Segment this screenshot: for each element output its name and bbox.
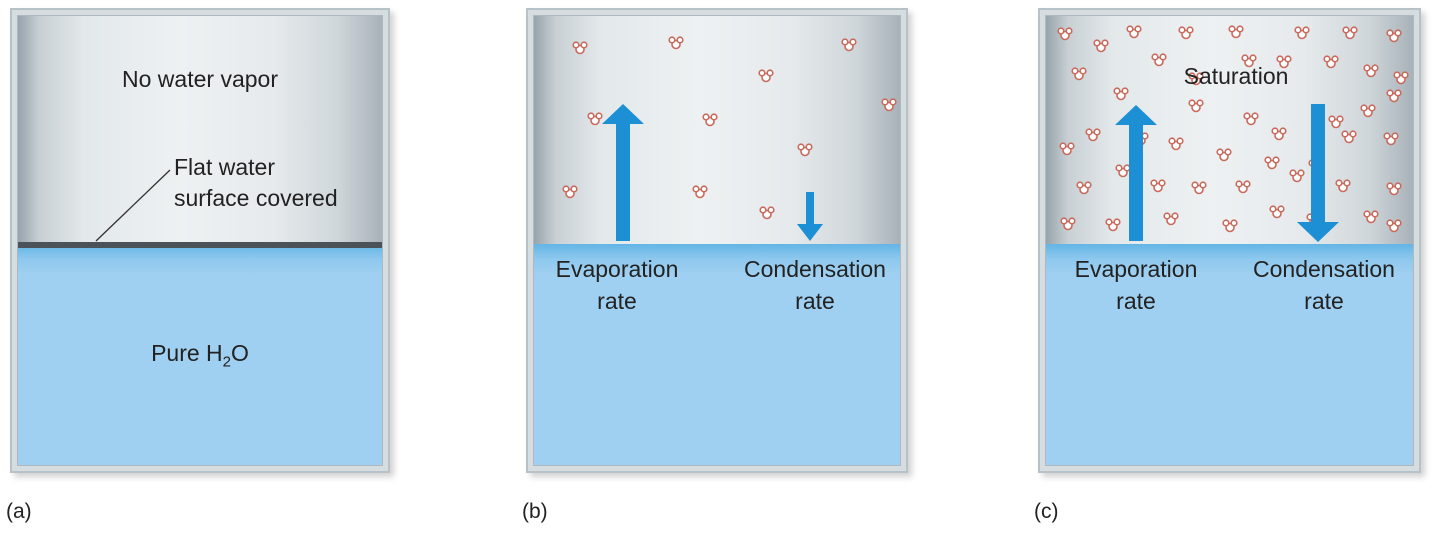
water-molecule-icon bbox=[1059, 142, 1075, 156]
panel-c-evaporation-line2: rate bbox=[1116, 288, 1156, 314]
panel-b-container: Evaporation rate Condensation rate bbox=[533, 15, 901, 466]
panel-a-water-label: Pure H2O bbox=[151, 340, 249, 371]
water-molecule-icon bbox=[1360, 104, 1376, 118]
water-molecule-icon bbox=[797, 143, 813, 157]
water-molecule-icon bbox=[1188, 72, 1204, 86]
water-molecule-icon bbox=[1188, 99, 1204, 113]
water-molecule-icon bbox=[1342, 26, 1358, 40]
water-molecule-icon bbox=[1386, 89, 1402, 103]
water-molecule-icon bbox=[1076, 181, 1092, 195]
panel-c-molecules bbox=[1057, 25, 1409, 233]
panel-c-evaporation-line1: Evaporation bbox=[1074, 256, 1198, 282]
water-molecule-icon bbox=[1269, 205, 1285, 219]
water-molecule-icon bbox=[1235, 180, 1251, 194]
panel-a-air bbox=[18, 16, 382, 244]
water-molecule-icon bbox=[881, 98, 897, 112]
panel-c-vapor-layer bbox=[1057, 25, 1409, 242]
panel-a-top-label: No water vapor bbox=[122, 66, 278, 92]
up-arrow-icon bbox=[1115, 105, 1157, 241]
panel-a-callout-line1: Flat water bbox=[174, 154, 275, 180]
panel-b-caption: (b) bbox=[522, 500, 548, 523]
water-molecule-icon bbox=[1105, 218, 1121, 232]
water-molecule-icon bbox=[759, 206, 775, 220]
water-molecule-icon bbox=[1168, 137, 1184, 151]
panel-a-container: No water vapor Flat water surface covere… bbox=[17, 15, 383, 466]
panel-b-molecules bbox=[562, 36, 897, 220]
water-molecule-icon bbox=[1191, 181, 1207, 195]
water-molecule-icon bbox=[1093, 39, 1109, 53]
panel-c-condensation-line1: Condensation bbox=[1253, 256, 1395, 282]
water-molecule-icon bbox=[1271, 127, 1287, 141]
water-molecule-icon bbox=[692, 185, 708, 199]
panel-a-water-surface-cover bbox=[18, 242, 382, 248]
water-molecule-icon bbox=[1216, 148, 1232, 162]
water-molecule-icon bbox=[1383, 132, 1399, 146]
panel-b: Evaporation rate Condensation rate bbox=[526, 8, 908, 473]
water-molecule-icon bbox=[1328, 115, 1344, 129]
down-arrow-icon bbox=[1297, 104, 1339, 242]
water-molecule-icon bbox=[1057, 27, 1073, 41]
water-molecule-icon bbox=[1363, 64, 1379, 78]
panel-c-water bbox=[1046, 244, 1413, 465]
panel-c-container: Saturation Evaporation rate Condensation… bbox=[1045, 15, 1414, 466]
panel-b-condensation-line1: Condensation bbox=[744, 256, 886, 282]
panel-a-callout-line2: surface covered bbox=[174, 185, 338, 211]
callout-line bbox=[95, 169, 171, 242]
water-molecule-icon bbox=[1386, 29, 1402, 43]
water-molecule-icon bbox=[1071, 67, 1087, 81]
water-molecule-icon bbox=[1341, 130, 1357, 144]
water-molecule-icon bbox=[587, 112, 603, 126]
water-molecule-icon bbox=[1115, 164, 1131, 178]
panel-b-vapor-layer bbox=[562, 36, 897, 241]
panel-b-air bbox=[534, 16, 900, 244]
water-molecule-icon bbox=[1393, 71, 1409, 85]
water-molecule-icon bbox=[1151, 53, 1167, 67]
water-molecule-icon bbox=[1323, 55, 1339, 69]
water-molecule-icon bbox=[562, 185, 578, 199]
water-molecule-icon bbox=[572, 41, 588, 55]
panel-a: No water vapor Flat water surface covere… bbox=[10, 8, 390, 473]
water-molecule-icon bbox=[668, 36, 684, 50]
panel-b-evaporation-line1: Evaporation bbox=[555, 256, 679, 282]
water-molecule-icon bbox=[1363, 210, 1379, 224]
water-molecule-icon bbox=[1386, 219, 1402, 233]
water-molecule-icon bbox=[1178, 26, 1194, 40]
water-molecule-icon bbox=[1085, 128, 1101, 142]
panel-b-condensation-line2: rate bbox=[795, 288, 835, 314]
water-molecule-icon bbox=[1126, 25, 1142, 39]
water-molecule-icon bbox=[1222, 219, 1238, 233]
panel-c-caption: (c) bbox=[1034, 500, 1059, 523]
water-molecule-icon bbox=[1163, 212, 1179, 226]
water-molecule-icon bbox=[1241, 54, 1257, 68]
water-molecule-icon bbox=[1289, 169, 1305, 183]
panel-c: Saturation Evaporation rate Condensation… bbox=[1038, 8, 1421, 473]
panel-a-water bbox=[18, 244, 382, 465]
water-molecule-icon bbox=[1264, 156, 1280, 170]
water-molecule-icon bbox=[1243, 112, 1259, 126]
water-molecule-icon bbox=[1150, 179, 1166, 193]
panel-c-air bbox=[1046, 16, 1413, 244]
water-molecule-icon bbox=[758, 69, 774, 83]
water-molecule-icon bbox=[1294, 26, 1310, 40]
water-molecule-icon bbox=[1335, 179, 1351, 193]
water-molecule-icon bbox=[1228, 25, 1244, 39]
water-molecule-icon bbox=[1386, 182, 1402, 196]
down-arrow-icon bbox=[797, 192, 823, 241]
water-molecule-icon bbox=[702, 113, 718, 127]
panel-b-water bbox=[534, 244, 900, 465]
panel-a-caption: (a) bbox=[6, 500, 32, 523]
water-molecule-icon bbox=[1060, 217, 1076, 231]
water-molecule-icon bbox=[1113, 87, 1129, 101]
panel-c-condensation-line2: rate bbox=[1304, 288, 1344, 314]
panel-c-top-label: Saturation bbox=[1183, 63, 1289, 89]
up-arrow-icon bbox=[602, 104, 644, 241]
water-molecule-icon bbox=[841, 38, 857, 52]
panel-b-evaporation-line2: rate bbox=[597, 288, 637, 314]
water-molecule-icon bbox=[1276, 55, 1292, 69]
